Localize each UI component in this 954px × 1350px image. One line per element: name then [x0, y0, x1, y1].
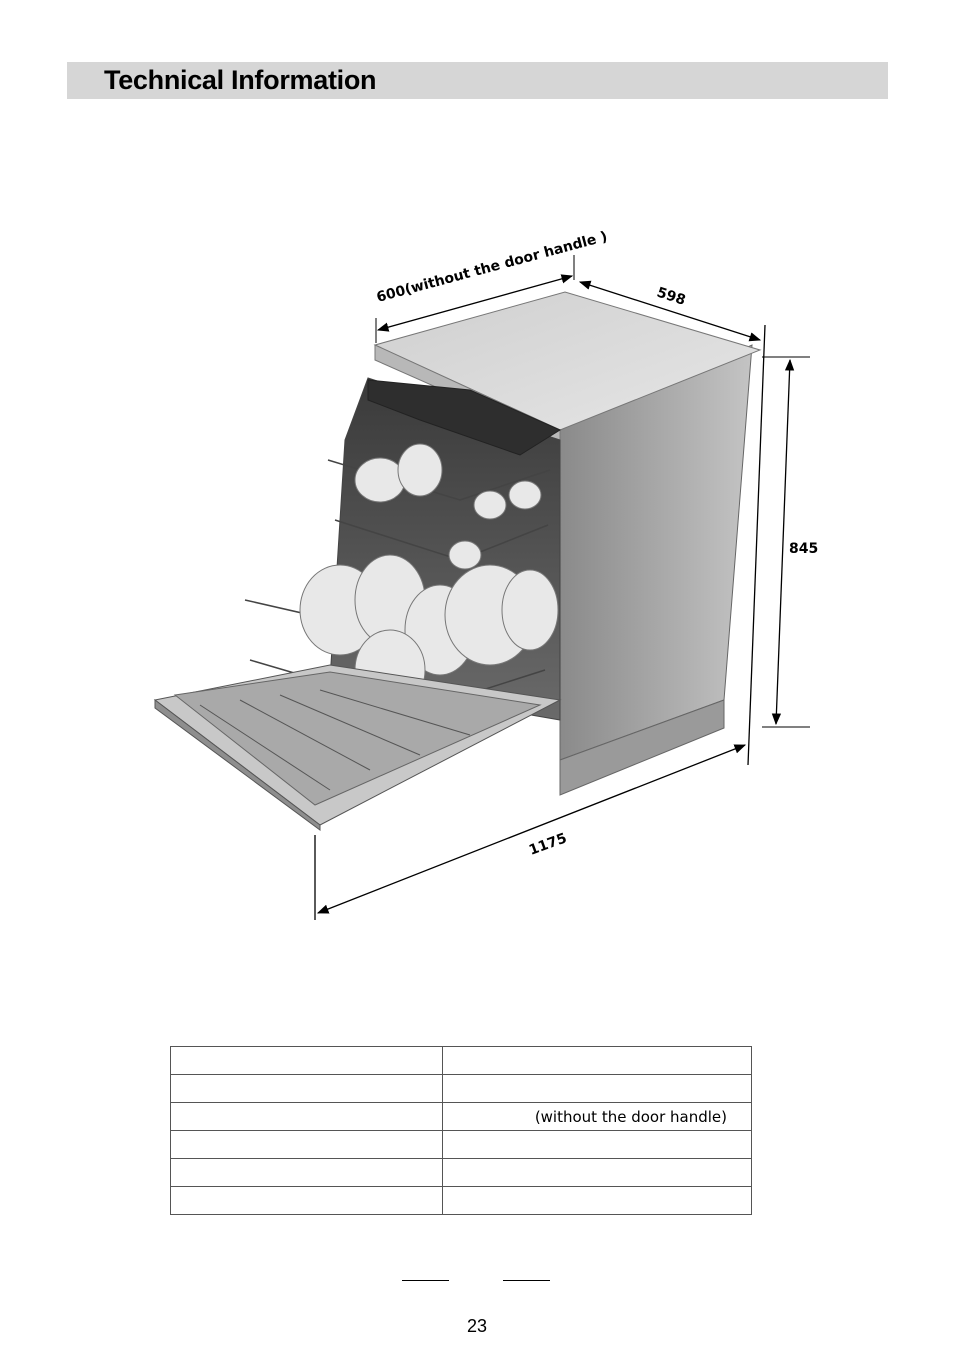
spec-value	[442, 1046, 752, 1075]
spec-label	[170, 1046, 443, 1075]
table-row	[170, 1074, 752, 1103]
page-title: Technical Information	[104, 65, 377, 95]
spec-value	[442, 1186, 752, 1215]
spec-label	[170, 1186, 443, 1215]
spec-label	[170, 1102, 443, 1131]
spec-label	[170, 1130, 443, 1159]
spec-label	[170, 1074, 443, 1103]
blank-underline-left	[402, 1280, 449, 1281]
spec-value	[442, 1130, 752, 1159]
page-number: 23	[466, 1316, 488, 1336]
table-row	[170, 1158, 752, 1187]
spec-table: (without the door handle)	[170, 1046, 752, 1215]
height-dimension: 845	[762, 356, 818, 728]
spec-value	[442, 1074, 752, 1103]
table-row	[170, 1130, 752, 1159]
spec-value	[442, 1158, 752, 1187]
depth-label: 598	[655, 285, 688, 309]
table-row	[170, 1046, 752, 1075]
table-row	[170, 1186, 752, 1215]
header-bar: Technical Information	[67, 62, 888, 99]
spec-label	[170, 1158, 443, 1187]
dishwasher-illustration	[153, 291, 762, 831]
blank-underline-right	[503, 1280, 550, 1281]
spec-value: (without the door handle)	[442, 1102, 752, 1131]
open-depth-label: 1175	[527, 830, 569, 858]
dishwasher-dimension-figure: 600(without the door handle ) 598 845 11…	[153, 229, 818, 920]
table-row: (without the door handle)	[170, 1102, 752, 1131]
height-label: 845	[789, 541, 818, 557]
